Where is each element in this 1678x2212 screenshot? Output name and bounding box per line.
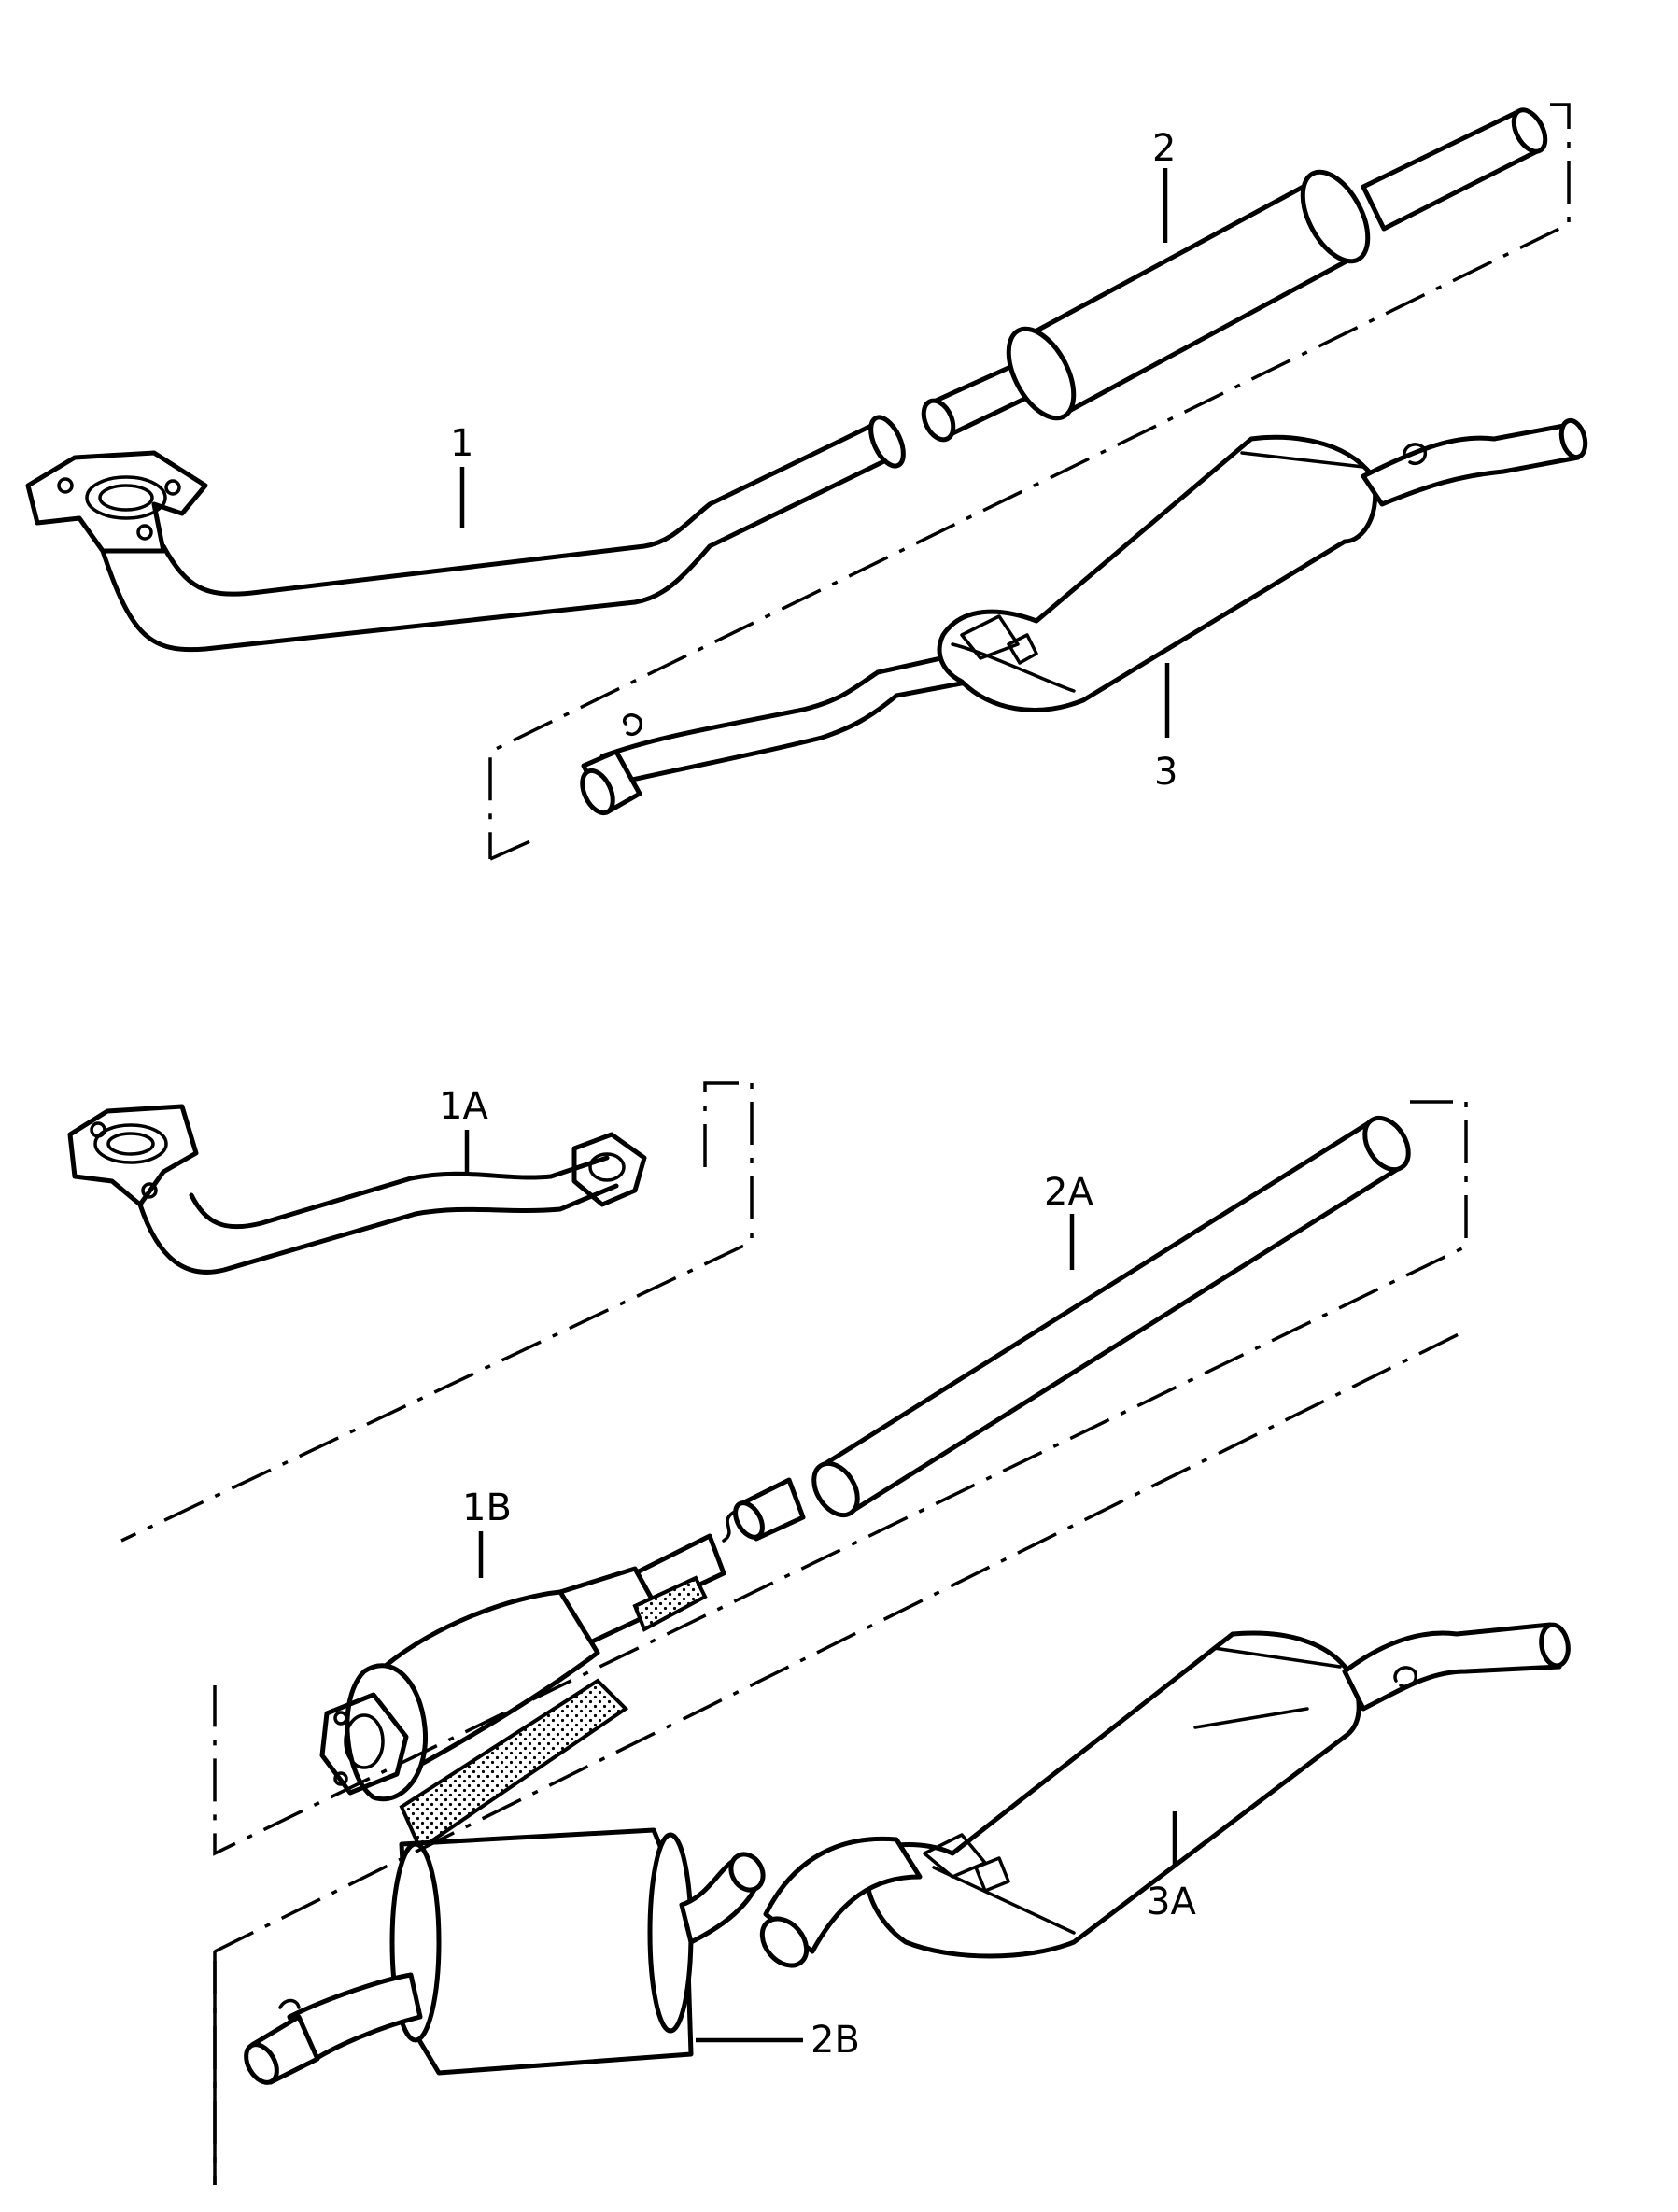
catalytic-converter-1b [319, 1477, 806, 1853]
middle-silencer-2 [921, 107, 1548, 443]
top-assembly: 1 2 3 [25, 103, 1588, 861]
rear-silencer-3 [580, 417, 1588, 816]
group-1a-boundary [120, 1081, 754, 1543]
bottom-group-boundary [213, 1100, 1468, 1856]
label-2: 2 [1152, 127, 1176, 170]
label-2a: 2A [1044, 1171, 1093, 1214]
front-pipe-1a [67, 1104, 647, 1275]
intermediate-pipe-2a [811, 1115, 1411, 1518]
label-2b: 2B [811, 2019, 860, 2062]
front-pipe-1 [25, 415, 906, 653]
label-1b: 1B [462, 1486, 512, 1529]
rear-silencer-3a [759, 1622, 1571, 1968]
top-group-boundary [488, 103, 1571, 859]
label-3a: 3A [1147, 1881, 1196, 1923]
label-1: 1 [450, 422, 473, 465]
bottom-assembly: 1A 2A 1B 3A 2B [67, 1081, 1571, 2185]
label-3: 3 [1154, 751, 1177, 794]
label-1a: 1A [439, 1085, 488, 1128]
front-silencer-2b [244, 1827, 766, 2085]
